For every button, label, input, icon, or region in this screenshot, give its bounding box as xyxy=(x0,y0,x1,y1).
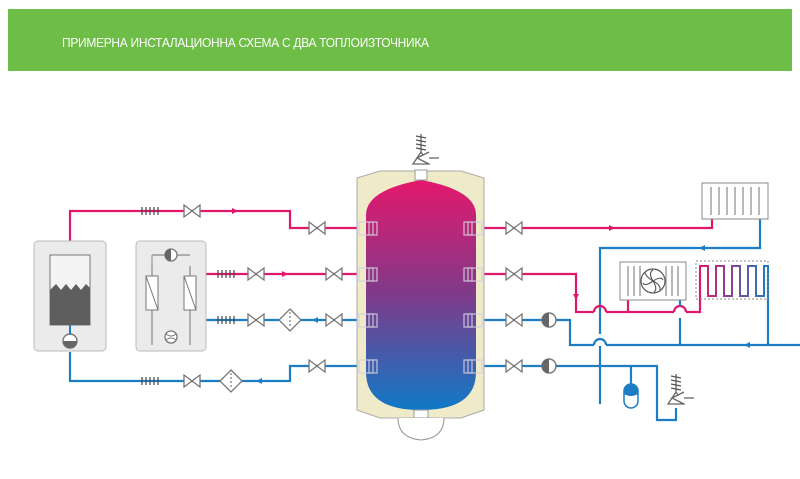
radiator-return-pipe xyxy=(598,218,762,404)
header-banner: ПРИМЕРНА ИНСТАЛАЦИОННА СХЕМА С ДВА ТОПЛО… xyxy=(8,9,792,71)
consumer-flow-pipe xyxy=(478,272,702,314)
page-title: ПРИМЕРНА ИНСТАЛАЦИОННА СХЕМА С ДВА ТОПЛО… xyxy=(62,35,429,50)
floor-heating xyxy=(695,260,769,300)
heat-pump xyxy=(135,240,207,352)
safety-valve-icon xyxy=(667,373,695,405)
flow-arrows xyxy=(232,208,750,384)
fan-coil xyxy=(619,261,687,301)
radiator xyxy=(701,182,769,220)
buffer-tank xyxy=(356,133,485,441)
safety-valve-top-icon xyxy=(412,133,440,165)
pump-icons xyxy=(541,312,557,374)
expansion-vessel xyxy=(623,383,639,409)
solid-fuel-boiler xyxy=(33,240,107,352)
consumer-return-pipe xyxy=(478,272,800,422)
boiler-flow-pipe xyxy=(68,209,358,252)
radiator-flow-pipe xyxy=(478,218,714,230)
